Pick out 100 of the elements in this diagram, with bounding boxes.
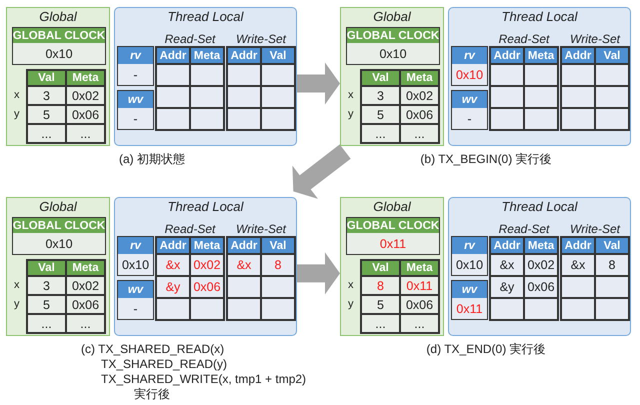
row-label: y (14, 298, 20, 310)
register-box (117, 236, 154, 276)
column-header: Val (595, 237, 629, 254)
global-memory-panel (340, 197, 444, 336)
table-cell: ... (66, 314, 105, 333)
register-header: wv (118, 91, 153, 108)
table-cell: 8 (595, 254, 629, 276)
register-value: 0x10 (118, 254, 153, 275)
table-cell: ... (27, 124, 66, 143)
table-cell: 5 (27, 105, 66, 124)
register-value: - (118, 298, 153, 319)
table-cell: 0x02 (66, 276, 105, 295)
column-header: Addr (227, 47, 261, 64)
register-box (12, 27, 106, 65)
column-header: Addr (156, 47, 190, 64)
register-header: GLOBAL CLOCK (347, 28, 439, 43)
table-cell: ... (27, 314, 66, 333)
thread-local-panel (114, 7, 297, 146)
column-header: Meta (524, 237, 558, 254)
register-value: 0x10 (452, 254, 487, 275)
global-memory-panel (6, 197, 110, 336)
table-cell: 5 (361, 295, 400, 314)
column-header: Addr (561, 47, 595, 64)
row-label: x (348, 278, 354, 290)
caption: (d) TX_END(0) 実行後 (426, 342, 546, 356)
register-value: 0x10 (13, 233, 105, 254)
table-cell: 0x06 (400, 295, 439, 314)
caption: TX_SHARED_WRITE(x, tmp1 + tmp2) (101, 372, 306, 386)
register-box (117, 280, 154, 320)
register-value: - (452, 108, 487, 129)
column-header: Val (361, 70, 400, 86)
register-box (346, 217, 440, 255)
caption: TX_SHARED_READ(y) (101, 357, 228, 371)
register-value: 0x11 (452, 298, 487, 319)
register-header: wv (452, 91, 487, 108)
table-cell: 8 (361, 276, 400, 295)
table-cell: 0x06 (66, 105, 105, 124)
table-cell: 3 (361, 86, 400, 105)
set-title: Write-Set (568, 222, 622, 236)
panel-title: Thread Local (500, 9, 579, 25)
column-header: Val (261, 47, 295, 64)
table-cell: ... (66, 124, 105, 143)
panel-title: Global (38, 9, 78, 25)
column-header: Val (595, 47, 629, 64)
register-box (117, 90, 154, 130)
set-title: Read-Set (164, 32, 217, 46)
register-value: 0x11 (347, 233, 439, 254)
table-cell: &y (490, 276, 524, 298)
table-cell: &y (156, 276, 190, 298)
panel-title: Thread Local (166, 199, 245, 215)
register-value: 0x10 (452, 64, 487, 85)
register-box (12, 217, 106, 255)
register-header: GLOBAL CLOCK (13, 218, 105, 233)
register-header: GLOBAL CLOCK (347, 218, 439, 233)
table-cell: &x (490, 254, 524, 276)
column-header: Meta (400, 260, 439, 276)
table-cell: 0x02 (524, 254, 558, 276)
table-cell: 0x02 (400, 86, 439, 105)
table-cell: 0x11 (400, 276, 439, 295)
column-header: Val (261, 237, 295, 254)
register-header: rv (452, 237, 487, 254)
column-header: Addr (156, 237, 190, 254)
table-cell: 0x02 (66, 86, 105, 105)
panel-title: Global (38, 199, 78, 215)
table-cell: &x (156, 254, 190, 276)
thread-local-panel (448, 7, 631, 146)
register-box (451, 280, 488, 320)
caption: 実行後 (134, 387, 170, 401)
table-cell: &x (227, 254, 261, 276)
global-memory-panel (6, 7, 110, 146)
panel-title: Thread Local (500, 199, 579, 215)
register-value: 0x10 (347, 43, 439, 64)
table-cell: 5 (361, 105, 400, 124)
register-box (117, 46, 154, 86)
caption: (c) TX_SHARED_READ(x) (81, 342, 224, 356)
table-cell: 0x06 (190, 276, 224, 298)
register-box (346, 27, 440, 65)
column-header: Addr (561, 237, 595, 254)
register-box (451, 46, 488, 86)
column-header: Meta (400, 70, 439, 86)
panel-title: Global (372, 199, 412, 215)
table-cell: ... (361, 124, 400, 143)
table-cell: 0x06 (524, 276, 558, 298)
register-header: rv (452, 47, 487, 64)
table-cell: 8 (261, 254, 295, 276)
column-header: Meta (190, 237, 224, 254)
table-cell: &x (561, 254, 595, 276)
register-header: GLOBAL CLOCK (13, 28, 105, 43)
block-arrow (297, 252, 340, 294)
thread-local-panel (448, 197, 631, 336)
column-header: Addr (227, 237, 261, 254)
set-title: Read-Set (498, 32, 551, 46)
set-title: Write-Set (234, 32, 288, 46)
table-cell: 0x06 (66, 295, 105, 314)
set-title: Write-Set (568, 32, 622, 46)
set-title: Read-Set (164, 222, 217, 236)
column-header: Meta (66, 70, 105, 86)
panel-title: Thread Local (166, 9, 245, 25)
row-label: y (348, 108, 354, 120)
register-box (451, 90, 488, 130)
